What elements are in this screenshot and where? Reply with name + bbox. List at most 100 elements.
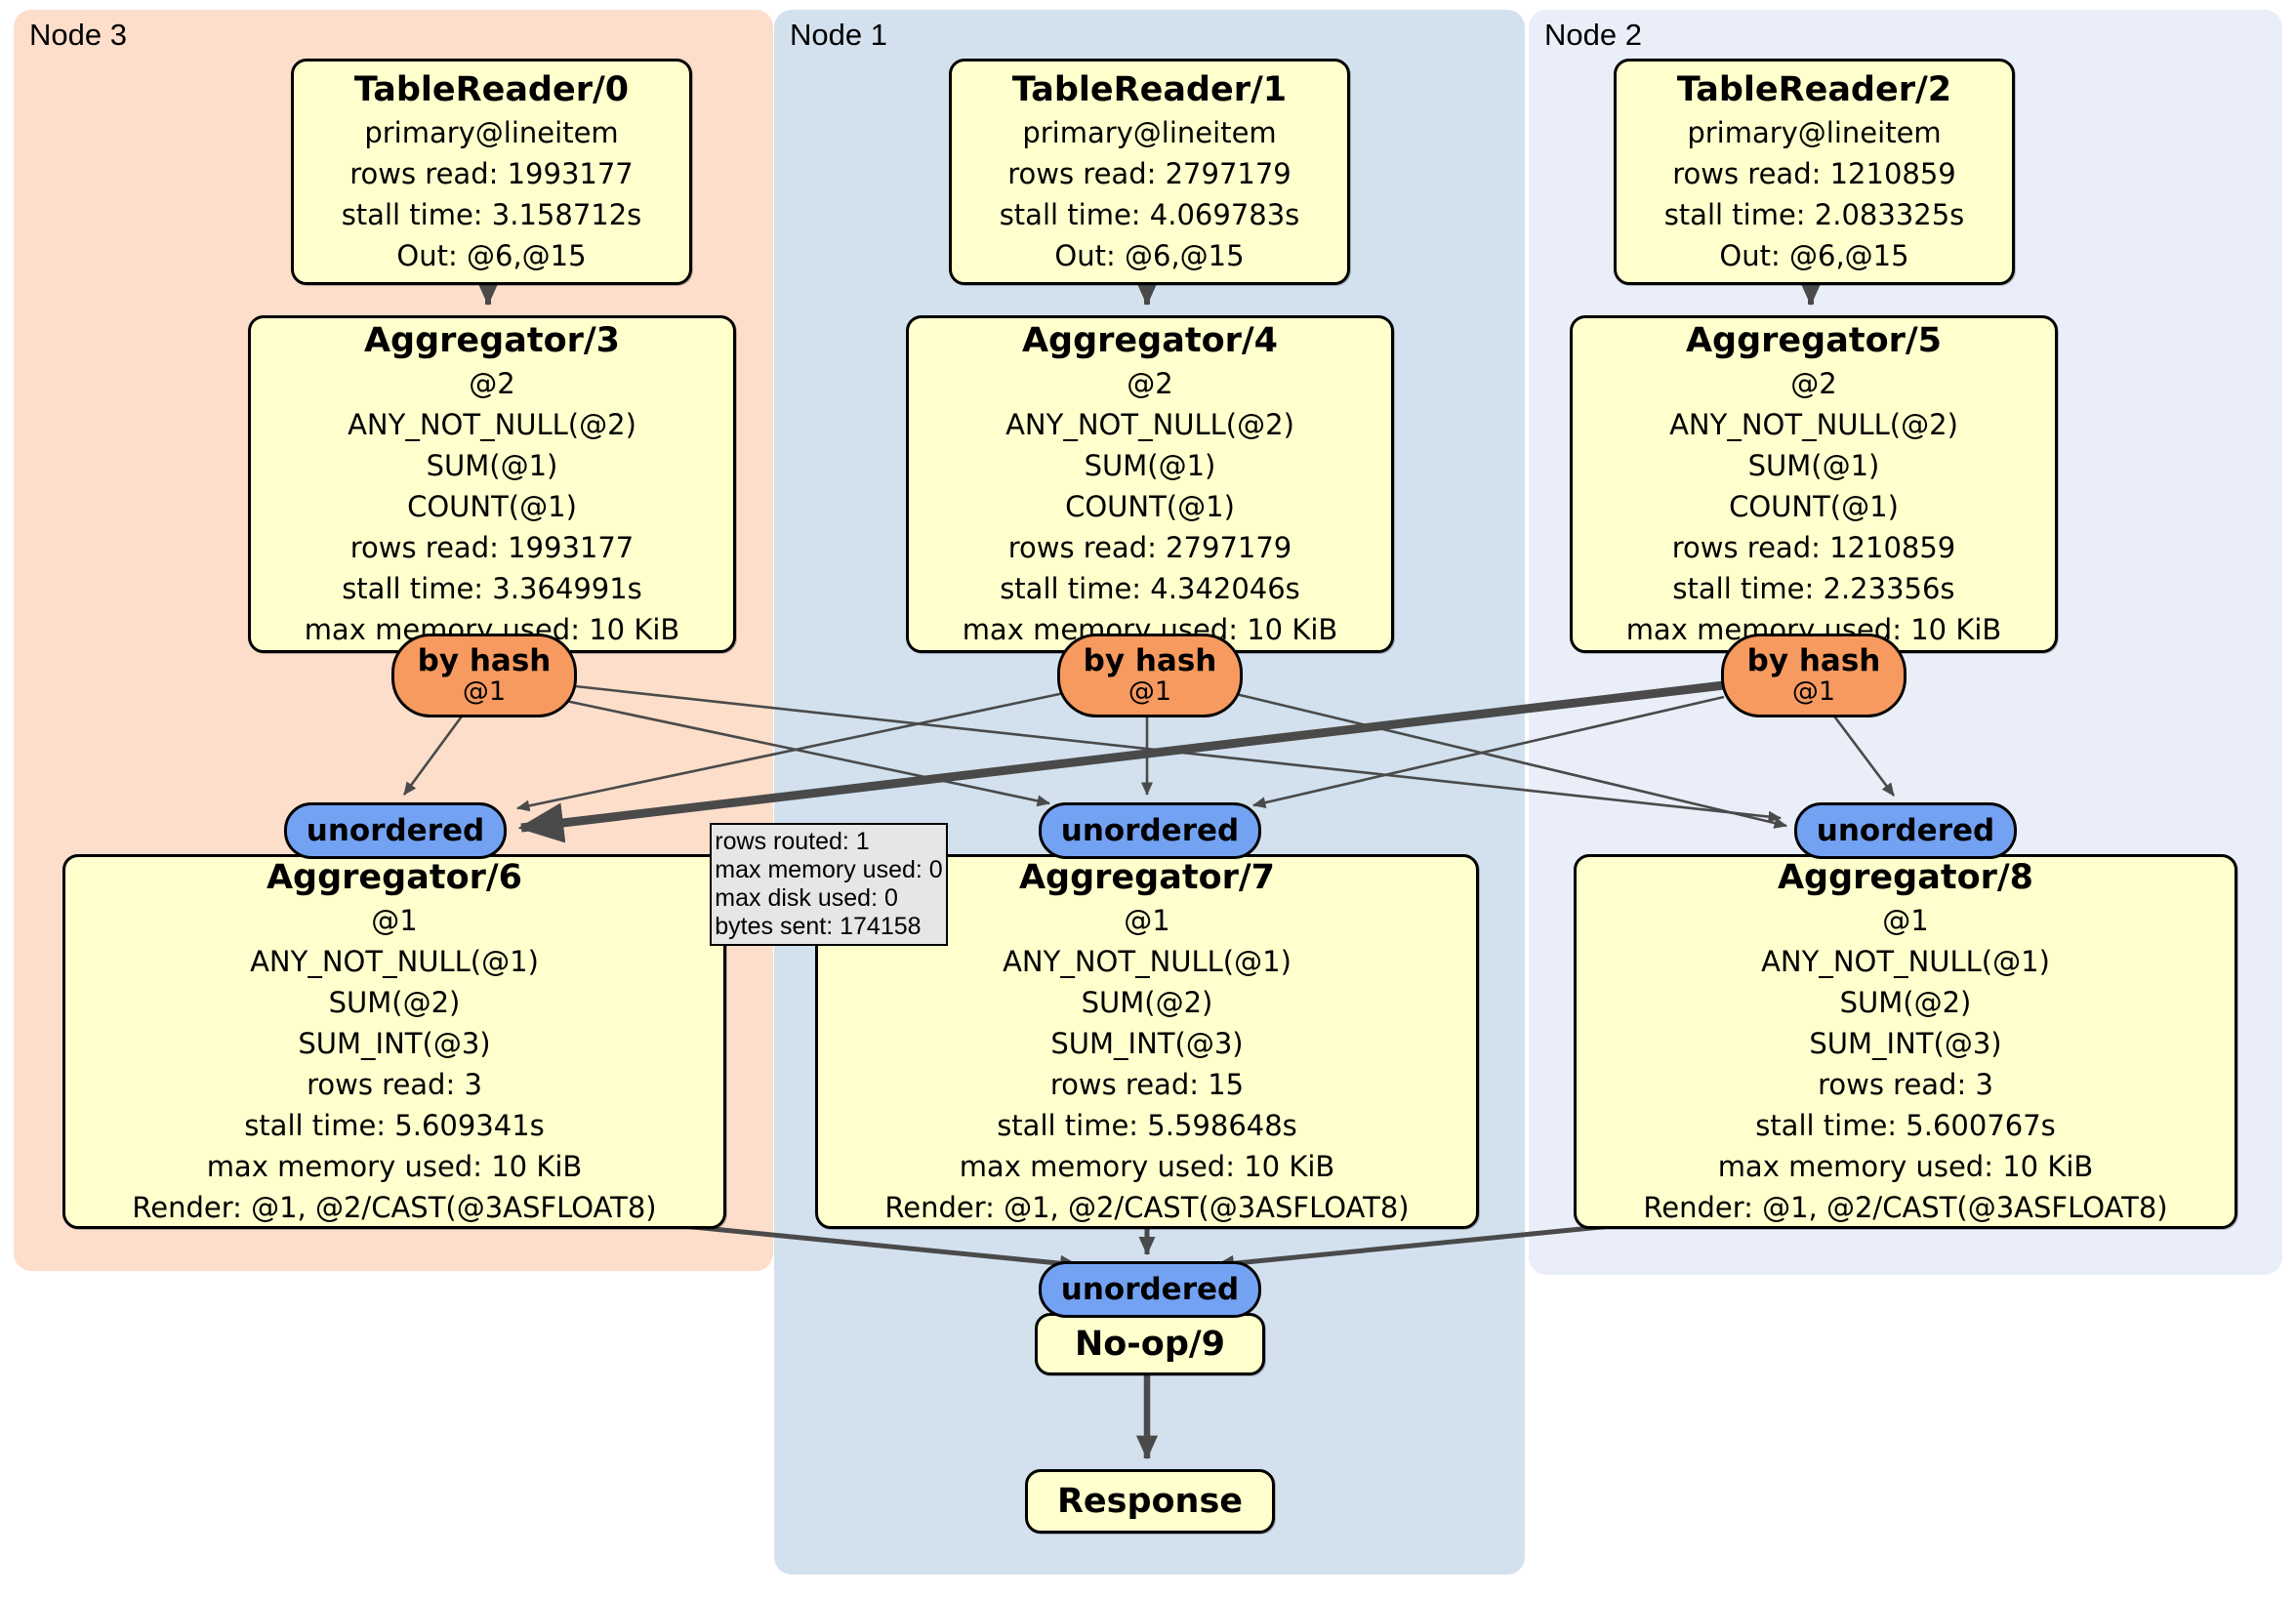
detail-line: Out: @6,@15 (1719, 239, 1909, 272)
detail-line: ANY_NOT_NULL(@2) (1669, 408, 1958, 441)
detail-line: max memory used: 10 KiB (206, 1150, 583, 1183)
detail-line: Out: @6,@15 (396, 239, 587, 272)
processor-title: TableReader/1 (1011, 70, 1288, 109)
detail-line: SUM(@1) (1747, 449, 1880, 482)
detail-line: @1 (1882, 904, 1929, 937)
processor-title: Response (1056, 1482, 1244, 1521)
detail-line: ANY_NOT_NULL(@2) (1005, 408, 1294, 441)
detail-line: max memory used: 10 KiB (1717, 1150, 2094, 1183)
detail-line: primary@lineitem (364, 116, 619, 149)
detail-line: stall time: 5.609341s (244, 1109, 545, 1142)
detail-line: SUM(@2) (328, 986, 461, 1019)
processor-details: primary@lineitem rows read: 2797179 stall … (1000, 112, 1300, 276)
edge-group (402, 281, 1896, 1460)
router-label: by hash (1746, 643, 1881, 678)
detail-line: rows read: 3 (1818, 1068, 1993, 1101)
detail-line: SUM(@2) (1081, 986, 1213, 1019)
panel-node-1-label: Node 1 (790, 18, 887, 52)
edge-hash2-unordered3-highlighted (517, 680, 1725, 843)
detail-line: SUM(@2) (1839, 986, 1972, 1019)
detail-line: rows read: 1993177 (349, 157, 634, 190)
stream-unordered-node3[interactable]: unordered (284, 802, 507, 859)
detail-line: rows read: 2797179 (1007, 531, 1292, 564)
detail-line: ANY_NOT_NULL(@2) (348, 408, 636, 441)
detail-line: stall time: 5.600767s (1755, 1109, 2056, 1142)
detail-line: stall time: 4.069783s (999, 198, 1300, 231)
processor-response[interactable]: Response (1025, 1469, 1275, 1534)
detail-line: max memory used: 10 KiB (959, 1150, 1335, 1183)
detail-line: SUM(@1) (426, 449, 558, 482)
detail-line: rows read: 2797179 (1007, 157, 1292, 190)
detail-line: rows read: 15 (1049, 1068, 1245, 1101)
detail-line: @1 (1124, 904, 1170, 937)
detail-line: ANY_NOT_NULL(@1) (1761, 945, 2050, 978)
detail-line: rows read: 1210859 (1671, 531, 1956, 564)
processor-title: Aggregator/5 (1685, 321, 1943, 360)
processor-title: Aggregator/6 (266, 858, 523, 897)
detail-line: @1 (371, 904, 418, 937)
detail-line: primary@lineitem (1687, 116, 1942, 149)
panel-node-2-label: Node 2 (1544, 18, 1642, 52)
detail-line: @2 (1790, 367, 1837, 400)
processor-title: Aggregator/8 (1777, 858, 2034, 897)
stream-unordered-final[interactable]: unordered (1039, 1261, 1261, 1318)
router-by-hash-node2[interactable]: by hash @1 (1721, 634, 1906, 717)
router-hash-column: @1 (1791, 676, 1836, 707)
router-by-hash-node3[interactable]: by hash @1 (391, 634, 577, 717)
detail-line: rows routed: 1 (715, 828, 870, 855)
router-hash-column: @1 (1128, 676, 1172, 707)
detail-line: Render: @1, @2/CAST(@3ASFLOAT8) (1643, 1191, 2168, 1224)
detail-line: SUM_INT(@3) (1050, 1027, 1244, 1060)
processor-title: Aggregator/3 (363, 321, 621, 360)
detail-line: rows read: 3 (307, 1068, 482, 1101)
detail-line: ANY_NOT_NULL(@1) (250, 945, 539, 978)
processor-title: Aggregator/4 (1021, 321, 1279, 360)
detail-line: stall time: 3.364991s (342, 572, 642, 605)
detail-line: SUM_INT(@3) (298, 1027, 491, 1060)
processor-title: TableReader/2 (1676, 70, 1952, 109)
detail-line: @2 (1127, 367, 1173, 400)
detail-line: Out: @6,@15 (1054, 239, 1245, 272)
stream-unordered-node1[interactable]: unordered (1039, 802, 1261, 859)
detail-line: bytes sent: 174158 (715, 913, 922, 940)
processor-noop-9[interactable]: No-op/9 (1035, 1313, 1265, 1375)
detail-line: max memory used: 0 (715, 856, 943, 883)
detail-line: COUNT(@1) (407, 490, 577, 523)
stream-unordered-node2[interactable]: unordered (1794, 802, 2017, 859)
processor-title: TableReader/0 (353, 70, 630, 109)
router-by-hash-node1[interactable]: by hash @1 (1057, 634, 1243, 717)
detail-line: max disk used: 0 (715, 884, 898, 912)
detail-line: SUM_INT(@3) (1809, 1027, 2002, 1060)
edge-agg6-final (682, 1223, 1079, 1272)
panel-node-3-label: Node 3 (29, 18, 127, 52)
processor-title: No-op/9 (1074, 1325, 1226, 1364)
processor-tablereader-1[interactable]: TableReader/1 primary@lineitem rows read:… (949, 59, 1350, 285)
detail-line: Render: @1, @2/CAST(@3ASFLOAT8) (884, 1191, 1410, 1224)
router-label: by hash (417, 643, 552, 678)
detail-line: rows read: 1993177 (349, 531, 635, 564)
edge-agg8-final (1215, 1223, 1612, 1272)
edge-hash1-unordered2 (1231, 691, 1788, 829)
detail-line: primary@lineitem (1022, 116, 1277, 149)
detail-line: COUNT(@1) (1065, 490, 1235, 523)
processor-tablereader-0[interactable]: TableReader/0 primary@lineitem rows read:… (291, 59, 692, 285)
processor-title: Aggregator/7 (1018, 858, 1276, 897)
router-label: by hash (1083, 643, 1217, 678)
